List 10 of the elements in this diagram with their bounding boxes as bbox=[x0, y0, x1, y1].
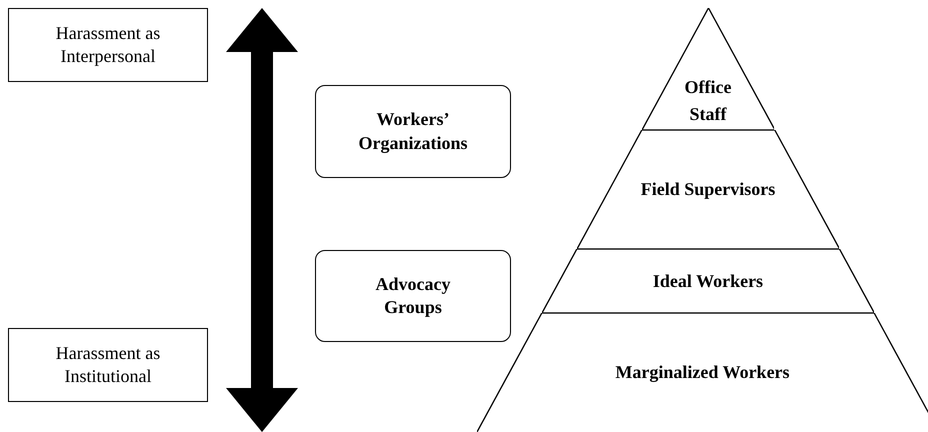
pyramid-band bbox=[576, 130, 840, 249]
rounded-box: Workers’ Organizations bbox=[315, 85, 511, 178]
pyramid-band bbox=[642, 8, 774, 130]
text-box: Harassment as Institutional bbox=[8, 328, 208, 402]
band-label: Field Supervisors bbox=[640, 178, 776, 201]
rounded-box: Advocacy Groups bbox=[315, 250, 511, 342]
band-label: Office Staff bbox=[684, 76, 732, 126]
text-box: Harassment as Interpersonal bbox=[8, 8, 208, 82]
band-label: Marginalized Workers bbox=[615, 361, 790, 384]
band-label: Ideal Workers bbox=[652, 270, 764, 292]
